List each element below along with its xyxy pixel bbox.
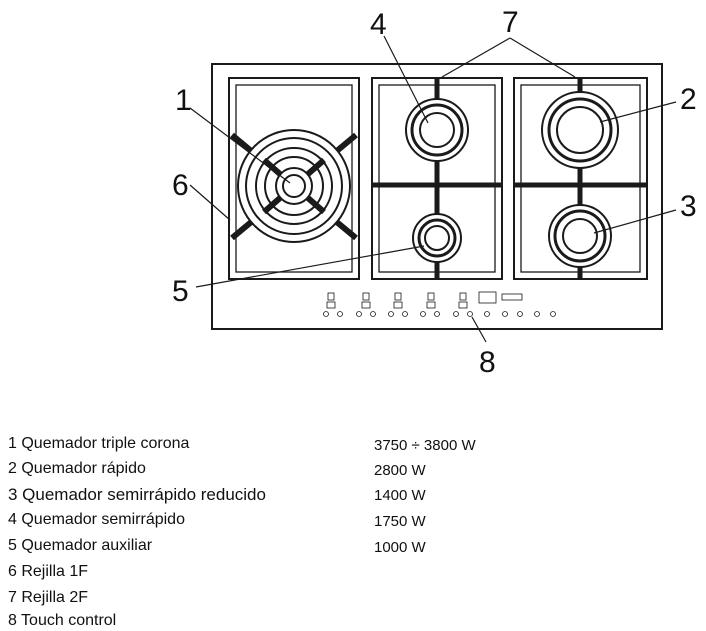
touch-key xyxy=(467,311,473,317)
legend-item-name: 7 Rejilla 2F xyxy=(8,589,89,606)
legend-item-name: 4 Quemador semirrápido xyxy=(8,511,185,528)
callout-2: 2 xyxy=(680,83,697,116)
touch-key xyxy=(484,311,490,317)
zone-display-4 xyxy=(427,292,435,301)
leader-5 xyxy=(195,245,425,288)
burner-semi-rapid xyxy=(405,98,469,162)
touch-key xyxy=(337,311,343,317)
legend-item-name: 6 Rejilla 1F xyxy=(8,563,89,580)
touch-key xyxy=(453,311,459,317)
zone-display-3b xyxy=(393,301,403,309)
leader-8 xyxy=(471,316,487,343)
timer-display xyxy=(478,291,497,304)
clock-display xyxy=(501,293,523,301)
legend-item-name: 5 Quemador auxiliar xyxy=(8,537,153,554)
zone-display-3 xyxy=(394,292,402,301)
callout-6: 6 xyxy=(172,169,189,202)
hob-top-surface xyxy=(211,63,663,330)
leader-1 xyxy=(189,107,291,184)
touch-key xyxy=(502,311,508,317)
callout-5: 5 xyxy=(172,275,189,308)
legend-item-power: 1000 W xyxy=(374,539,426,556)
burner-rapid xyxy=(541,91,619,169)
touch-key xyxy=(323,311,329,317)
callout-3: 3 xyxy=(680,190,697,223)
touch-key xyxy=(370,311,376,317)
legend-item-power: 3750 ÷ 3800 W xyxy=(374,437,476,454)
touch-key xyxy=(534,311,540,317)
zone-display-1 xyxy=(327,292,335,301)
leader-4 xyxy=(383,35,429,124)
leader-2 xyxy=(599,101,677,123)
callout-8: 8 xyxy=(479,346,496,379)
legend-item-power: 1400 W xyxy=(374,487,426,504)
leader-3 xyxy=(593,209,677,234)
touch-key xyxy=(550,311,556,317)
leader-lines xyxy=(189,35,677,343)
grate-1f xyxy=(228,77,360,280)
burner-triple-crown xyxy=(230,129,358,243)
legend-item-name: 1 Quemador triple corona xyxy=(8,435,190,452)
legend-item-power: 2800 W xyxy=(374,462,426,479)
zone-display-4b xyxy=(426,301,436,309)
zone-display-2b xyxy=(361,301,371,309)
burner-semi-rapid-reduced xyxy=(548,204,612,268)
leader-7b xyxy=(509,37,576,78)
leader-6 xyxy=(189,184,231,221)
legend-item-power: 1750 W xyxy=(374,513,426,530)
touch-key xyxy=(356,311,362,317)
legend-item-name: 2 Quemador rápido xyxy=(8,460,146,477)
touch-key xyxy=(517,311,523,317)
touch-key xyxy=(388,311,394,317)
touch-control-panel xyxy=(323,291,556,317)
legend-item-name: 8 Touch control xyxy=(8,612,117,629)
zone-display-5b xyxy=(458,301,468,309)
leader-7a xyxy=(441,37,511,78)
callout-4: 4 xyxy=(370,8,387,41)
hob-diagram: 1 2 3 4 5 6 7 8 xyxy=(172,6,697,379)
zone-display-2 xyxy=(362,292,370,301)
touch-key xyxy=(434,311,440,317)
touch-key xyxy=(420,311,426,317)
callout-1: 1 xyxy=(175,84,192,117)
zone-display-1b xyxy=(326,301,336,309)
touch-key xyxy=(402,311,408,317)
zone-display-5 xyxy=(459,292,467,301)
burner-auxiliary xyxy=(412,213,462,263)
callout-7: 7 xyxy=(502,6,519,39)
legend-item-name: 3 Quemador semirrápido reducido xyxy=(8,485,266,504)
